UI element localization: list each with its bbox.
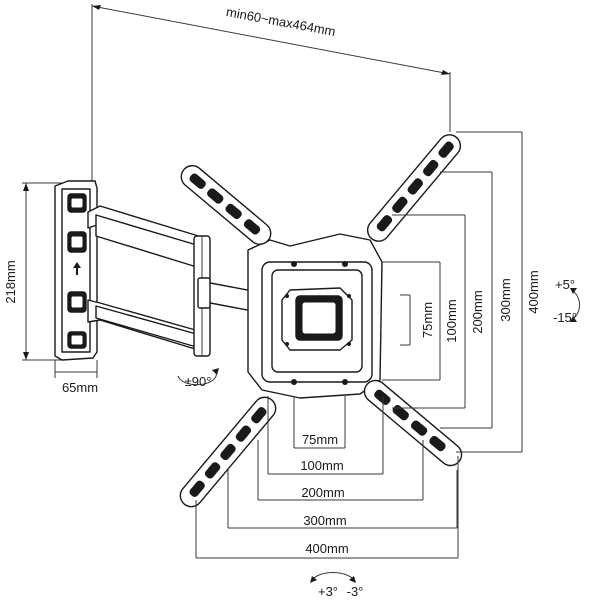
vertical-400-label: 400mm (526, 270, 541, 313)
vesa-plate (247, 233, 383, 399)
horizontal-75-label: 75mm (302, 432, 338, 447)
swivel-label: ±90° (185, 374, 212, 389)
horizontal-300-label: 300mm (303, 513, 346, 528)
wall-plate-width-label: 65mm (62, 380, 98, 395)
extension-label: min60~max464mm (225, 4, 337, 39)
bracket-upper-right (366, 134, 462, 242)
wall-plate-height-dimension (22, 182, 62, 361)
bracket-upper-left (180, 165, 272, 245)
vertical-300-label: 300mm (498, 278, 513, 321)
tilt-up-label: +5° (555, 277, 575, 292)
wall-plate-height-label: 218mm (3, 260, 18, 303)
tilt-down-label: -15° (553, 310, 577, 325)
level-arrow-icon (310, 572, 356, 583)
extension-dimension (91, 4, 451, 185)
level-pos-label: +3° (318, 584, 338, 599)
horizontal-100-label: 100mm (300, 458, 343, 473)
horizontal-200-label: 200mm (301, 485, 344, 500)
vertical-100-label: 100mm (444, 299, 459, 342)
swivel-arrow-icon (177, 368, 219, 386)
swing-arms (87, 205, 259, 357)
horizontal-400-label: 400mm (305, 541, 348, 556)
vertical-75-label: 75mm (420, 302, 435, 338)
wall-plate (54, 180, 98, 361)
bracket-lower-right (363, 379, 463, 467)
level-neg-label: -3° (347, 584, 364, 599)
vertical-vesa-dimensions (382, 131, 523, 453)
horizontal-vesa-dimensions (195, 396, 459, 559)
bracket-lower-left (179, 396, 277, 508)
tilt-arrow-icon (570, 288, 580, 322)
vertical-200-label: 200mm (470, 290, 485, 333)
wall-plate-width-dimension (54, 360, 98, 378)
